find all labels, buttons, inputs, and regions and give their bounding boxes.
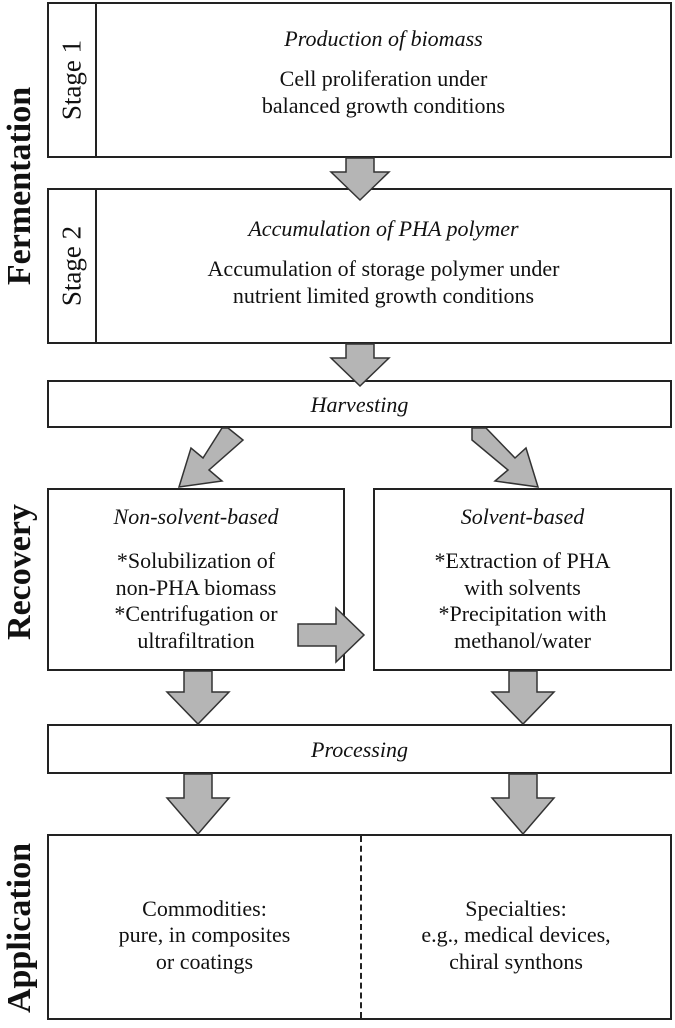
arrow-down-processing-commodities	[165, 773, 231, 836]
commodities-line-3: or coatings	[155, 948, 254, 974]
non-solvent-box: Non-solvent-based *Solubilization of non…	[47, 488, 345, 671]
arrow-down-solvent-processing	[490, 670, 556, 726]
stage2-line-1: Accumulation of storage polymer under	[207, 256, 560, 282]
non-solvent-line-2: non-PHA biomass	[115, 574, 277, 600]
solvent-title: Solvent-based	[460, 504, 585, 529]
non-solvent-line-1: *Solubilization of	[116, 548, 276, 574]
solvent-line-1: *Extraction of PHA	[434, 548, 611, 574]
arrow-diag-left	[177, 427, 245, 488]
processing-box: Processing	[47, 724, 672, 774]
processing-label: Processing	[311, 737, 408, 762]
arrow-down-stage1-stage2	[329, 157, 391, 202]
non-solvent-line-3: *Centrifugation or	[114, 601, 278, 627]
stage2-line-2: nutrient limited growth conditions	[232, 282, 535, 308]
stage2-title: Accumulation of PHA polymer	[248, 216, 519, 241]
stage1-title: Production of biomass	[284, 26, 483, 51]
stage2-box: Stage 2 Accumulation of PHA polymer Accu…	[47, 188, 672, 344]
application-box: Commodities: pure, in composites or coat…	[47, 834, 672, 1020]
stage1-line-2: balanced growth conditions	[261, 92, 506, 118]
application-divider	[360, 836, 362, 1018]
non-solvent-title: Non-solvent-based	[113, 504, 279, 529]
specialties-line-2: e.g., medical devices,	[421, 922, 611, 948]
stage1-box: Stage 1 Production of biomass Cell proli…	[47, 2, 672, 158]
commodities-line-2: pure, in composites	[118, 922, 291, 948]
stage2-tab: Stage 2	[49, 190, 97, 342]
specialties-line-1: Specialties:	[465, 896, 567, 921]
solvent-line-3: *Precipitation with	[438, 601, 607, 627]
non-solvent-line-4: ultrafiltration	[137, 627, 255, 653]
harvesting-label: Harvesting	[310, 392, 409, 417]
arrow-down-processing-specialties	[490, 773, 556, 836]
arrow-right-nonsolvent-solvent	[297, 606, 366, 664]
stage1-tab: Stage 1	[49, 4, 97, 156]
stage1-line-1: Cell proliferation under	[279, 66, 488, 92]
solvent-box: Solvent-based *Extraction of PHA with so…	[373, 488, 672, 671]
arrow-diag-right	[471, 427, 540, 488]
commodities-line-1: Commodities:	[142, 896, 267, 921]
solvent-line-4: methanol/water	[454, 627, 591, 653]
arrow-down-stage2-harvesting	[329, 343, 391, 388]
arrow-down-nonsolvent-processing	[165, 670, 231, 726]
specialties-line-3: chiral synthons	[449, 948, 583, 974]
solvent-line-2: with solvents	[464, 574, 581, 600]
